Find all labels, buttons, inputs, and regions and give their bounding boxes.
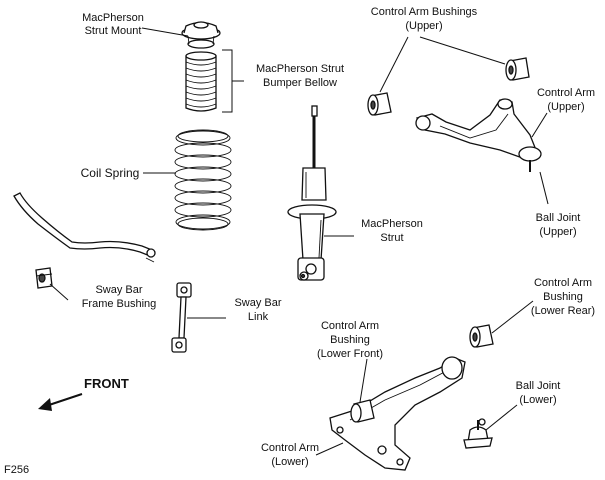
svg-text:(Lower): (Lower) — [519, 394, 556, 406]
label-sway-bar-link: Sway Bar Link — [234, 297, 281, 323]
svg-text:Strut Mount: Strut Mount — [85, 25, 142, 37]
upper-bushing-left — [367, 92, 392, 116]
svg-text:Bushing: Bushing — [330, 334, 370, 346]
svg-text:MacPherson: MacPherson — [82, 12, 144, 24]
svg-text:Coil Spring: Coil Spring — [81, 166, 140, 180]
label-bushing-lower-front: Control Arm Bushing (Lower Front) — [317, 320, 383, 360]
sway-bar-link — [171, 282, 192, 353]
label-sway-bar-frame-bushing: Sway Bar Frame Bushing — [82, 284, 157, 310]
svg-text:Ball Joint: Ball Joint — [536, 212, 581, 224]
svg-text:Control Arm: Control Arm — [261, 442, 319, 454]
coil-spring — [174, 129, 232, 231]
label-bumper-bellow: MacPherson Strut Bumper Bellow — [256, 63, 344, 89]
svg-text:MacPherson: MacPherson — [361, 218, 423, 230]
svg-text:(Lower Rear): (Lower Rear) — [531, 305, 595, 317]
lower-control-arm — [329, 356, 466, 471]
label-ball-joint-upper: Ball Joint (Upper) — [536, 212, 581, 238]
svg-text:(Lower Front): (Lower Front) — [317, 348, 383, 360]
label-control-arm-lower: Control Arm (Lower) — [261, 442, 319, 468]
sway-bar — [13, 192, 156, 263]
svg-text:Sway Bar: Sway Bar — [95, 284, 142, 296]
label-bushing-lower-rear: Control Arm Bushing (Lower Rear) — [531, 277, 595, 317]
figure-id: F256 — [4, 464, 29, 476]
strut-mount — [181, 21, 221, 49]
svg-text:MacPherson Strut: MacPherson Strut — [256, 63, 344, 75]
svg-text:Sway Bar: Sway Bar — [234, 297, 281, 309]
label-ball-joint-lower: Ball Joint (Lower) — [516, 380, 561, 406]
svg-text:Strut: Strut — [380, 232, 403, 244]
label-bushings-upper: Control Arm Bushings (Upper) — [371, 6, 478, 32]
front-label: FRONT — [84, 376, 129, 391]
front-arrow-icon — [38, 393, 83, 411]
svg-text:(Upper): (Upper) — [539, 226, 576, 238]
svg-text:Ball Joint: Ball Joint — [516, 380, 561, 392]
svg-text:Control Arm: Control Arm — [534, 277, 592, 289]
lower-ball-joint — [463, 418, 493, 449]
svg-text:Bushing: Bushing — [543, 291, 583, 303]
svg-text:Bumper Bellow: Bumper Bellow — [263, 77, 337, 89]
label-control-arm-upper: Control Arm (Upper) — [537, 87, 595, 113]
svg-text:Control Arm: Control Arm — [537, 87, 595, 99]
label-macpherson-strut: MacPherson Strut — [361, 218, 423, 244]
svg-text:Control Arm: Control Arm — [321, 320, 379, 332]
upper-control-arm — [415, 98, 542, 172]
svg-text:Link: Link — [248, 311, 269, 323]
bumper-bellow — [185, 51, 217, 112]
svg-text:(Upper): (Upper) — [405, 20, 442, 32]
macpherson-strut — [287, 105, 337, 281]
upper-bushing-right — [505, 57, 530, 81]
lower-rear-bushing — [469, 324, 494, 348]
svg-text:Control Arm Bushings: Control Arm Bushings — [371, 6, 478, 18]
svg-text:(Upper): (Upper) — [547, 101, 584, 113]
label-strut-mount: MacPherson Strut Mount — [82, 12, 144, 37]
svg-text:(Lower): (Lower) — [271, 456, 308, 468]
label-coil-spring: Coil Spring — [81, 166, 140, 180]
leader-lines — [49, 27, 549, 456]
sway-bar-frame-bushing — [35, 267, 53, 289]
svg-text:Frame Bushing: Frame Bushing — [82, 298, 157, 310]
